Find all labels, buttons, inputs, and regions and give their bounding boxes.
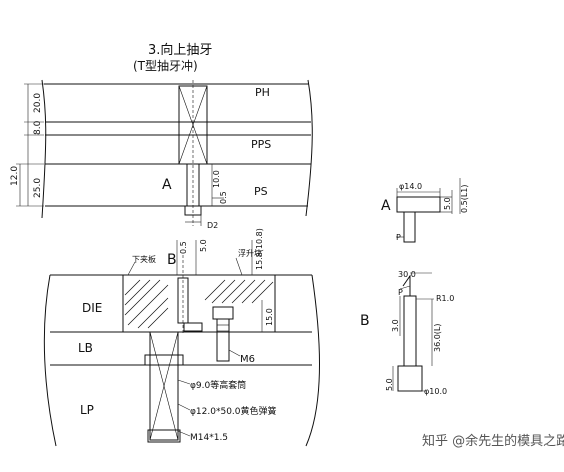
die-insert (122, 255, 276, 335)
plate-label-lp: LP (80, 403, 94, 417)
top-punch (178, 80, 224, 226)
dim-d2: D2 (207, 221, 218, 230)
detail-b-label: B (360, 313, 370, 329)
plate-label-ph: PH (255, 86, 270, 99)
callout-hole9: φ9.0等高套筒 (190, 379, 246, 391)
plate-label-die: DIE (82, 301, 102, 315)
detail-b-dim-3: 3.0 (391, 319, 400, 332)
callout-spring: φ12.0*50.0黄色弹簧 (190, 405, 277, 417)
plate-label-lb: LB (78, 341, 93, 355)
marker-a-top: A (162, 177, 172, 193)
dim-12: 12.0 (10, 166, 20, 186)
callout-lift-pin: 浮升块 (238, 248, 262, 258)
detail-b-dim-30: 30.0 (398, 270, 416, 279)
callout-m14: M14*1.5 (190, 433, 228, 443)
dim-25: 25.0 (33, 178, 43, 198)
dim-0-5-bottom: 0.5 (179, 241, 188, 254)
detail-a-dim-phi14: φ14.0 (399, 182, 422, 191)
dim-0-5-top: 0.5 (219, 191, 228, 204)
plate-label-pps: PPS (251, 138, 271, 151)
m6-screw (212, 306, 241, 362)
callout-lower-block: 下夹板 (132, 254, 156, 264)
dim-8: 8.0 (33, 120, 43, 135)
detail-a-dim-l1: 0.5(L1) (460, 184, 469, 213)
detail-b-dim-phi10: φ10.0 (424, 387, 447, 396)
callout-m6: M6 (240, 354, 255, 365)
detail-b-dim-5: 5.0 (385, 378, 394, 391)
top-left-dimension-chain (16, 83, 44, 207)
spring-assembly (144, 331, 191, 443)
dim-15-8: 15.8(10.8) (255, 228, 264, 270)
detail-a-dim-5: 5.0 (443, 197, 452, 210)
plate-label-ps: PS (254, 185, 268, 198)
diagram-title: 3.向上抽牙 (148, 42, 212, 58)
top-plate-stack (41, 79, 313, 219)
detail-a-dim-p: P (396, 233, 401, 242)
detail-b-dim-r1: R1.0 (436, 294, 454, 303)
detail-b-dim-36: 36.0(L) (433, 323, 442, 352)
marker-b-bottom: B (167, 252, 177, 268)
detail-a (396, 178, 461, 243)
detail-b (392, 272, 434, 392)
dim-5-bottom: 5.0 (199, 239, 208, 252)
diagram-subtitle: (T型抽牙冲) (133, 58, 198, 73)
dim-10: 10.0 (212, 170, 221, 188)
watermark: 知乎 @余先生的模具之路 (422, 434, 564, 449)
dim-20: 20.0 (33, 93, 43, 113)
bottom-dimensions (127, 240, 263, 332)
detail-b-dim-p: P (398, 288, 403, 297)
detail-a-label: A (381, 198, 391, 214)
dim-15-bottom: 15.0 (265, 308, 274, 326)
